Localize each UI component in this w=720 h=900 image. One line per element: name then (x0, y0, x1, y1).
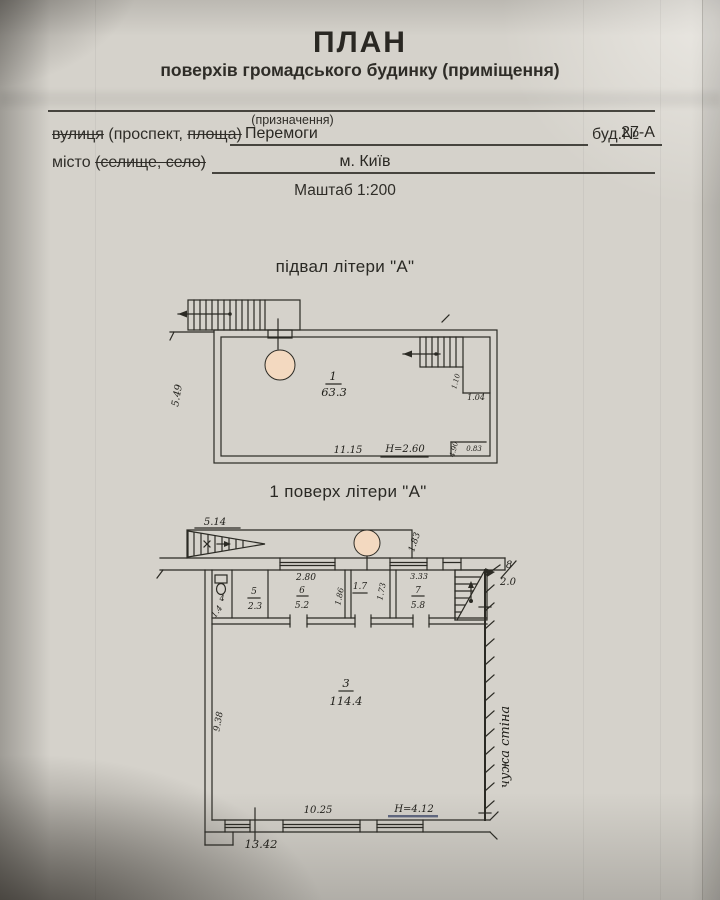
basement-room-area: 63.3 (321, 385, 347, 399)
paper-edge-shadow (703, 0, 720, 900)
paper-crease (660, 0, 661, 900)
room8-pointer (485, 564, 501, 576)
floor1-dim-left: 9.38 (212, 711, 225, 733)
page-title: ПЛАН (313, 26, 407, 59)
floor1-bottom-wall (204, 807, 499, 846)
stamp-circle-floor1 (353, 529, 381, 557)
room3-area: 114.4 (330, 694, 363, 708)
basement-stair-right (402, 336, 491, 394)
floor1-plan-drawing: 5.14 1.83 4 1.4 5 2.3 2.80 6 5.2 1.86 1.… (156, 517, 517, 851)
floor1-top-wall (156, 557, 506, 579)
street-word-struck: вулиця (52, 126, 104, 143)
stamp-circle-basement (264, 349, 296, 381)
basement-outer-walls (169, 314, 498, 464)
vestibule-area: 1.7 (353, 582, 368, 592)
floor1-stair-right (454, 569, 488, 621)
basement-notch-width: 0.83 (466, 445, 482, 453)
paper-crease (95, 0, 96, 900)
scan-shadow-band (0, 92, 720, 106)
room6-depth: 1.86 (333, 587, 346, 606)
page-subtitle: поверхів громадського будинку (приміщенн… (160, 60, 560, 80)
floor1-dim-bottom: 10.25 (304, 805, 333, 816)
basement-room-number: 1 (329, 369, 336, 383)
room8-number: 8 (506, 560, 512, 571)
basement-stair-width: 1.04 (467, 393, 485, 402)
street-paren-struck: площа) (187, 126, 242, 143)
vestibule-depth: 1.73 (375, 582, 388, 601)
city-word: місто (52, 154, 91, 171)
basement-stair-depth: 1.10 (450, 372, 462, 390)
scale-label: Маштаб 1:200 (294, 182, 396, 199)
city-underline (212, 172, 655, 174)
room5-number: 5 (251, 587, 257, 597)
basement-stair-top-left (177, 299, 301, 331)
building-value: 27-А (621, 124, 655, 141)
shared-wall-note: чужа стіна (498, 706, 513, 788)
fraction-slash (500, 560, 517, 579)
room6-width: 2.80 (295, 573, 316, 583)
room5-area: 2.3 (247, 602, 263, 612)
building-underline (610, 144, 662, 146)
paper-edge-line (702, 0, 703, 900)
floor1-caption: 1 поверх літери "А" (269, 482, 427, 501)
street-label: вулиця (проспект, площа) (52, 126, 242, 144)
city-label: місто (селище, село) (52, 154, 206, 172)
floor1-room-partitions (204, 569, 488, 846)
street-value: Перемоги (245, 125, 318, 142)
basement-dim-left: 5.49 (170, 383, 185, 407)
building-label: буд.№ (592, 126, 640, 143)
floor1-ceiling-height: Н=4.12 (393, 804, 433, 815)
room7-area: 5.8 (411, 601, 426, 611)
room8-area: 2.0 (499, 577, 517, 588)
street-paren: (проспект, (108, 126, 183, 143)
basement-dim-bottom: 11.15 (334, 445, 363, 456)
city-paren-struck: (селище, село) (95, 154, 206, 171)
basement-notch (450, 441, 487, 457)
purpose-label: (призначення) (251, 113, 334, 127)
basement-ceiling-height: Н=2.60 (384, 444, 425, 455)
room7-width: 3.33 (410, 572, 428, 581)
height-note-underline (388, 815, 438, 818)
wc-fixture (214, 574, 228, 596)
floor1-shared-wall (478, 569, 495, 821)
room3-number: 3 (342, 676, 349, 690)
room7-number: 7 (415, 586, 421, 596)
basement-plan-drawing: 1 63.3 5.49 11.15 Н=2.60 1.04 1.10 0.83 … (169, 299, 498, 464)
city-value: м. Київ (339, 153, 391, 170)
ramp-length: 5.14 (204, 517, 226, 528)
room6-number: 6 (299, 586, 305, 596)
basement-caption: підвал літери "А" (275, 257, 415, 276)
room4-number: 4 (218, 594, 224, 603)
basement-flue (267, 318, 293, 350)
ramp-width: 1.83 (407, 531, 423, 553)
paper-crease (583, 0, 584, 900)
form-top-rule (48, 110, 655, 112)
room6-area: 5.2 (295, 601, 310, 611)
floor1-dim-total: 13.42 (245, 837, 278, 851)
floor1-ramp (186, 527, 413, 559)
street-underline (230, 144, 588, 146)
